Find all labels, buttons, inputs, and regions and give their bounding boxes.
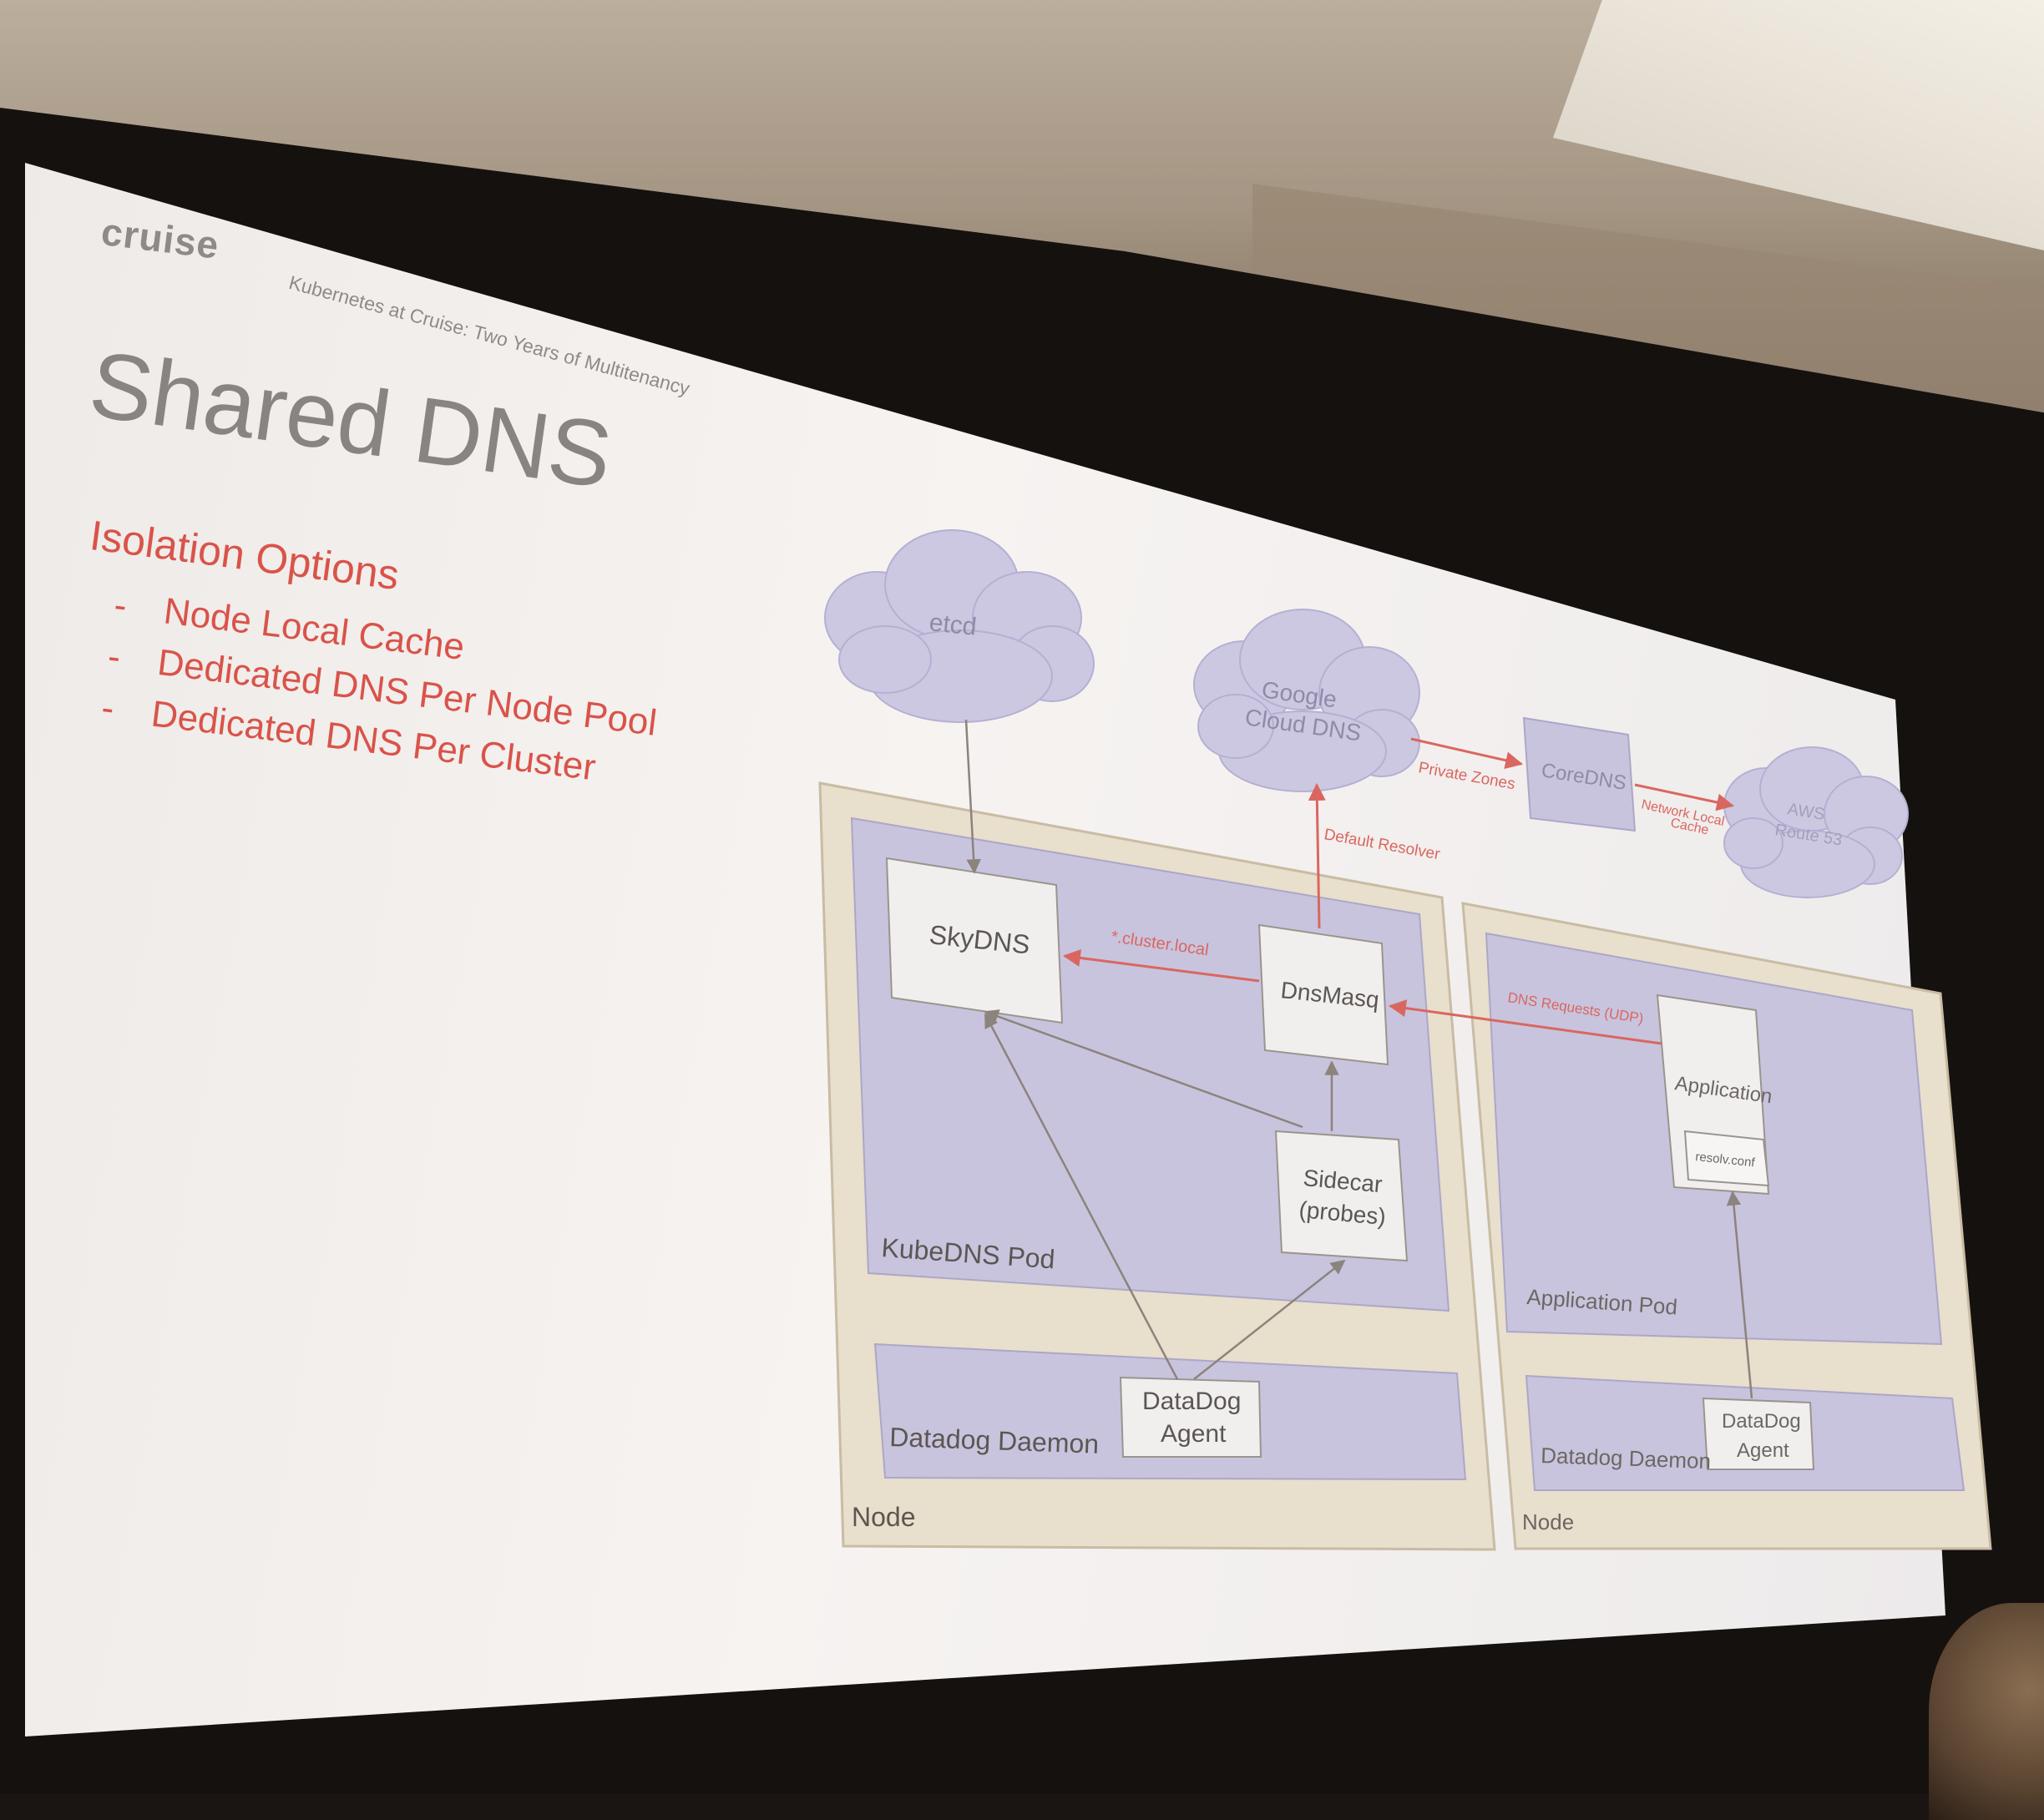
resolv-conf-box — [1683, 1130, 1770, 1187]
datadog-daemon-right-label: Datadog Daemon — [1541, 1443, 1712, 1474]
google-to-coredns-arrow — [1410, 737, 1524, 770]
node-right-label: Node — [1522, 1509, 1574, 1534]
dnsmasq-to-skydns-arrow — [1062, 948, 1260, 983]
default-resolver-label: Default Resolver — [1323, 826, 1442, 863]
sidecar-box — [1274, 1130, 1409, 1262]
datadog-daemon-left-label: Datadog Daemon — [889, 1422, 1100, 1459]
aws-route53-cloud — [1723, 746, 1909, 898]
dnsmasq-box — [1257, 923, 1389, 1066]
datadog-agent-left-box — [1119, 1376, 1262, 1458]
private-zones-label: Private Zones — [1417, 759, 1516, 793]
datadog-agent-right-box — [1702, 1397, 1815, 1470]
agent-to-application-arrow — [1726, 1191, 1753, 1399]
application-to-dnsmasq-arrow — [1388, 999, 1662, 1045]
coredns-box — [1522, 716, 1637, 832]
datadog-agent-right-label-1: DataDog — [1722, 1410, 1801, 1433]
coredns-to-aws-arrow — [1634, 783, 1735, 811]
datadog-agent-right-label-2: Agent — [1737, 1439, 1789, 1462]
node-left-label: Node — [852, 1502, 916, 1532]
datadog-agent-left-label-2: Agent — [1161, 1420, 1227, 1448]
skydns-box — [885, 857, 1064, 1024]
agent-to-sidecar-arrow — [1193, 1259, 1346, 1380]
dnsmasq-to-google-arrow — [1308, 782, 1326, 929]
etcd-cloud — [824, 529, 1095, 723]
agent-to-skydns-arrow — [984, 1013, 1179, 1380]
etcd-label: etcd — [928, 609, 978, 641]
etcd-to-skydns-arrow — [964, 719, 981, 874]
google-cloud-dns-cloud — [1193, 609, 1420, 792]
sidecar-to-skydns-arrow — [984, 1009, 1303, 1129]
datadog-agent-left-label-1: DataDog — [1142, 1388, 1241, 1415]
